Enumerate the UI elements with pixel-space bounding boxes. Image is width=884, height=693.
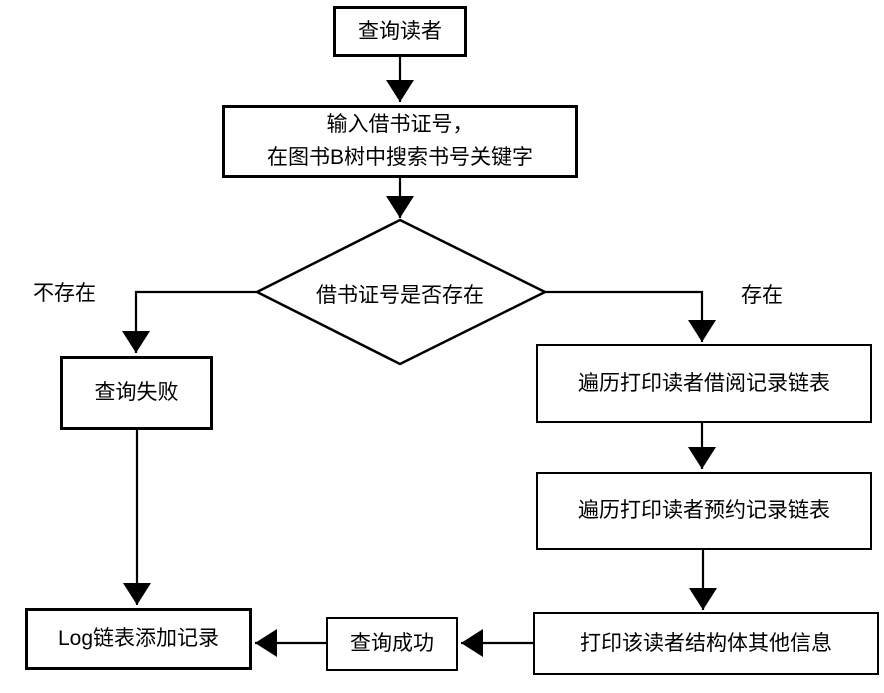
- decision-diamond-shape: [254, 218, 548, 366]
- node-traverse-borrow: 遍历打印读者借阅记录链表: [536, 344, 872, 423]
- node-query-reader-label: 查询读者: [358, 19, 442, 43]
- node-traverse-reserve: 遍历打印读者预约记录链表: [536, 472, 872, 550]
- node-log-record-label: Log链表添加记录: [57, 627, 220, 651]
- edge-decision-to-traverse-borrow: [545, 290, 716, 342]
- node-input-step-line2: 在图书B树中搜索书号关键字: [266, 145, 533, 169]
- decision-label: 借书证号是否存在: [316, 284, 484, 307]
- edge-decision-to-fail: [122, 290, 258, 353]
- edge-label-exist: 存在: [741, 284, 783, 307]
- node-query-fail-label: 查询失败: [94, 381, 179, 405]
- node-input-step-line1: 输入借书证号，: [326, 112, 474, 136]
- node-traverse-reserve-label: 遍历打印读者预约记录链表: [578, 499, 830, 523]
- node-log-record: Log链表添加记录: [25, 608, 252, 670]
- edge-label-not-exist: 不存在: [33, 282, 96, 305]
- node-print-other-info-label: 打印该读者结构体其他信息: [580, 631, 832, 655]
- node-traverse-borrow-label: 遍历打印读者借阅记录链表: [578, 371, 830, 395]
- node-query-reader: 查询读者: [333, 6, 467, 57]
- node-print-other-info: 打印该读者结构体其他信息: [533, 612, 879, 675]
- node-query-fail: 查询失败: [60, 356, 213, 430]
- node-query-success: 查询成功: [326, 617, 458, 671]
- node-input-step: 输入借书证号， 在图书B树中搜索书号关键字: [222, 105, 578, 178]
- node-query-success-label: 查询成功: [350, 632, 434, 656]
